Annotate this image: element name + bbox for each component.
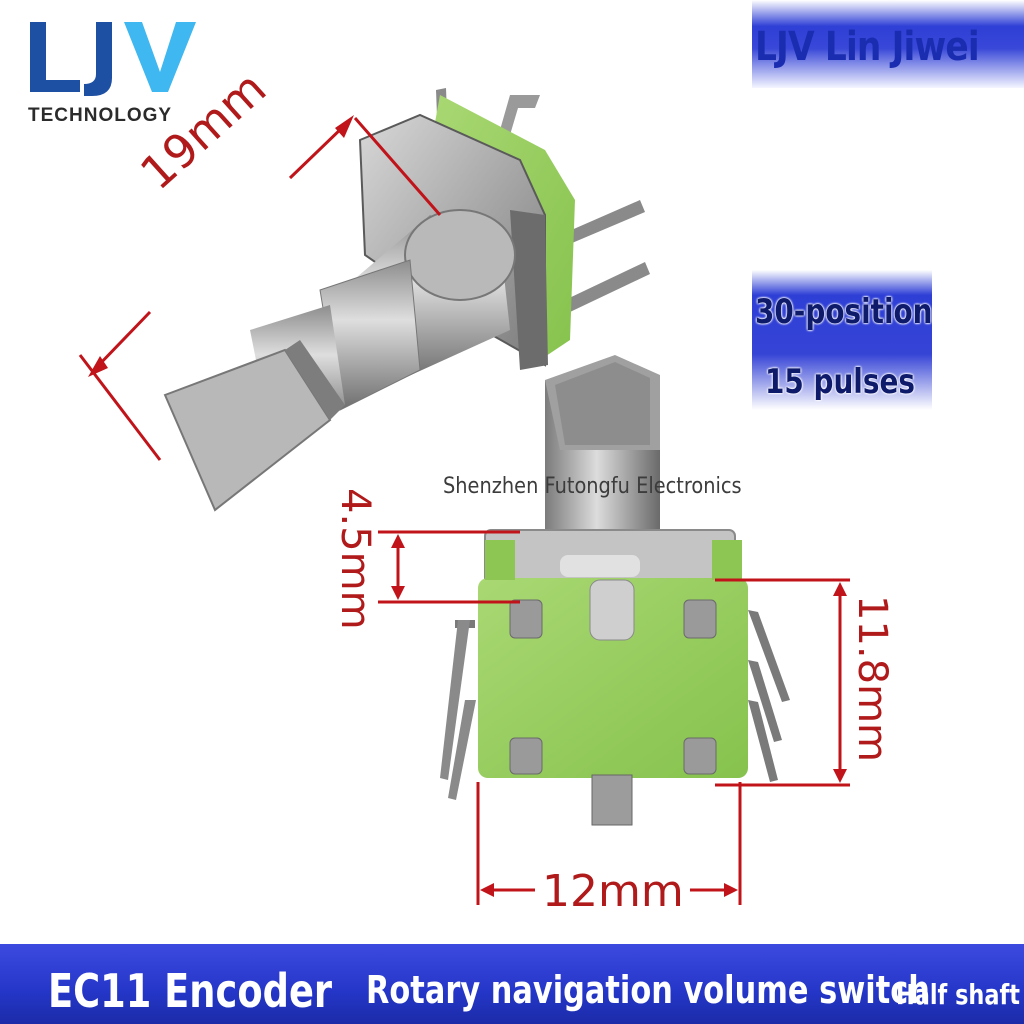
product-title: EC11 Encoder	[48, 964, 333, 1018]
bottom-banner	[0, 944, 1024, 1024]
brand-banner	[752, 0, 1024, 88]
spec-box	[752, 270, 932, 410]
product-subtitle: Rotary navigation volume switch	[366, 968, 930, 1012]
dimension-lines	[78, 115, 850, 905]
spec-pulses: 15 pulses	[765, 362, 915, 402]
logo-subtitle: TECHNOLOGY	[28, 105, 173, 126]
encoder-front-view	[440, 355, 790, 826]
brand-name: LJV Lin Jiwei	[755, 24, 980, 70]
dimension-height: 11.8mm	[849, 595, 895, 762]
product-variant: Half shaft	[896, 978, 1020, 1011]
encoder-side-view	[163, 88, 650, 512]
dimension-width: 12mm	[542, 866, 684, 917]
dimension-shaft-flat: 4.5mm	[332, 488, 378, 630]
watermark: Shenzhen Futongfu Electronics	[443, 474, 742, 499]
spec-positions: 30-position	[755, 292, 933, 332]
ljv-logo	[30, 22, 196, 96]
